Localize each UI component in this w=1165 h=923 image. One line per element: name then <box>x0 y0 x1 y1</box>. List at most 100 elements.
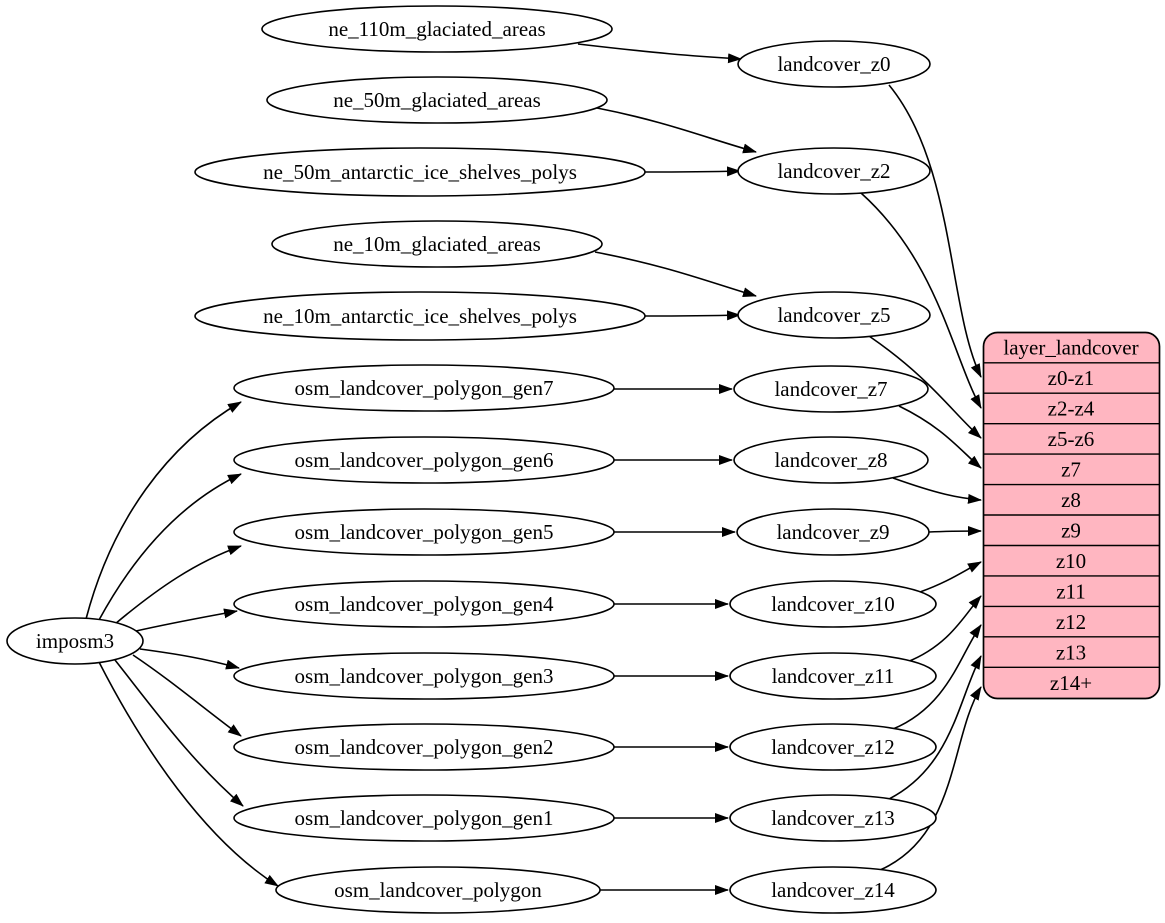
edge-ne_50m_antarctic_ice_shelves_polys--landcover_z2 <box>644 166 741 177</box>
node-ne_50m_glaciated_areas: ne_50m_glaciated_areas <box>266 76 608 124</box>
node-osm_landcover_polygon_gen6-label: osm_landcover_polygon_gen6 <box>295 448 554 472</box>
node-osm_landcover_polygon: osm_landcover_polygon <box>275 866 601 914</box>
node-osm_landcover_polygon-label: osm_landcover_polygon <box>334 878 542 902</box>
node-osm_landcover_polygon_gen5-label: osm_landcover_polygon_gen5 <box>295 520 554 544</box>
edge-landcover_z7--row-z7 <box>898 405 982 469</box>
edge-landcover_z13--row-z13 <box>886 655 982 801</box>
node-landcover_z7-shape <box>733 365 929 413</box>
node-osm_landcover_polygon_gen2-shape <box>233 723 615 771</box>
node-landcover_z14: landcover_z14 <box>729 866 937 914</box>
edge-imposm3--osm_landcover_polygon_gen7 <box>85 401 242 620</box>
node-landcover_z11: landcover_z11 <box>729 652 937 700</box>
node-landcover_z11-shape <box>729 652 937 700</box>
node-osm_landcover_polygon_gen6-shape <box>233 436 615 484</box>
edge-landcover_z9--row-z9 <box>928 526 982 537</box>
node-landcover_z7-label: landcover_z7 <box>774 377 887 401</box>
edge-imposm3--osm_landcover_polygon <box>98 661 279 887</box>
node-landcover_z12-shape <box>729 723 937 771</box>
node-landcover_z14-shape <box>729 866 937 914</box>
edge-ne_10m_glaciated_areas--landcover_z5 <box>594 251 757 298</box>
node-ne_110m_glaciated_areas-shape <box>261 5 613 53</box>
node-landcover_z10-shape <box>729 580 937 628</box>
node-imposm3-shape <box>6 617 144 665</box>
table-row-z2-z4: z2-z4 <box>1048 397 1095 421</box>
edge-ne_50m_glaciated_areas--landcover_z2 <box>596 107 757 154</box>
node-ne_10m_glaciated_areas-label: ne_10m_glaciated_areas <box>333 232 541 256</box>
node-osm_landcover_polygon_gen4: osm_landcover_polygon_gen4 <box>233 580 615 628</box>
edge-imposm3--osm_landcover_polygon_gen6 <box>98 473 242 621</box>
node-landcover_z13-label: landcover_z13 <box>771 806 895 830</box>
node-landcover_z13: landcover_z13 <box>729 794 937 842</box>
node-ne_10m_glaciated_areas: ne_10m_glaciated_areas <box>271 220 603 268</box>
node-ne_110m_glaciated_areas-label: ne_110m_glaciated_areas <box>328 17 545 41</box>
node-osm_landcover_polygon_gen3: osm_landcover_polygon_gen3 <box>233 652 615 700</box>
edge-layer <box>85 43 982 895</box>
node-osm_landcover_polygon_gen7: osm_landcover_polygon_gen7 <box>233 364 615 412</box>
node-landcover_z14-label: landcover_z14 <box>771 878 895 902</box>
edge-landcover_z14--row-z14 <box>879 686 982 871</box>
node-landcover_z8: landcover_z8 <box>733 436 929 484</box>
edge-landcover_z11--row-z11 <box>906 595 982 663</box>
node-osm_landcover_polygon_gen1-shape <box>233 794 615 842</box>
node-landcover_z8-label: landcover_z8 <box>774 448 887 472</box>
node-osm_landcover_polygon_gen3-shape <box>233 652 615 700</box>
node-osm_landcover_polygon_gen2: osm_landcover_polygon_gen2 <box>233 723 615 771</box>
edge-ne_110m_glaciated_areas--landcover_z0 <box>577 43 742 64</box>
table-row-z5-z6: z5-z6 <box>1048 427 1095 451</box>
edge-imposm3--osm_landcover_polygon_gen3 <box>139 648 240 670</box>
edge-landcover_z0--row-z0-z1 <box>888 84 982 378</box>
table-row-z11: z11 <box>1056 580 1086 604</box>
edge-landcover_z12--row-z12 <box>892 624 982 730</box>
node-osm_landcover_polygon_gen2-label: osm_landcover_polygon_gen2 <box>295 735 554 759</box>
edge-landcover_z2--row-z2-z4 <box>860 192 982 409</box>
node-landcover_z12: landcover_z12 <box>729 723 937 771</box>
node-ne_10m_antarctic_ice_shelves_polys-shape <box>194 291 646 341</box>
node-landcover_z0: landcover_z0 <box>737 40 931 88</box>
node-landcover_z5: landcover_z5 <box>737 291 931 339</box>
node-ne_50m_antarctic_ice_shelves_polys-label: ne_50m_antarctic_ice_shelves_polys <box>263 160 577 184</box>
node-ne_50m_antarctic_ice_shelves_polys-shape <box>194 147 646 197</box>
table-row-z14plus: z14+ <box>1050 671 1092 695</box>
node-landcover_z9-label: landcover_z9 <box>776 520 889 544</box>
node-landcover_z9: landcover_z9 <box>736 508 930 556</box>
edge-landcover_z10--row-z10 <box>919 561 982 593</box>
node-ne_50m_glaciated_areas-label: ne_50m_glaciated_areas <box>333 88 541 112</box>
node-ne_50m_antarctic_ice_shelves_polys: ne_50m_antarctic_ice_shelves_polys <box>194 147 646 197</box>
node-osm_landcover_polygon_gen6: osm_landcover_polygon_gen6 <box>233 436 615 484</box>
node-osm_landcover_polygon_gen5: osm_landcover_polygon_gen5 <box>233 508 615 556</box>
node-landcover_z0-label: landcover_z0 <box>777 52 890 76</box>
edge-imposm3--osm_landcover_polygon_gen2 <box>132 654 242 737</box>
node-ne_10m_antarctic_ice_shelves_polys-label: ne_10m_antarctic_ice_shelves_polys <box>263 304 577 328</box>
node-landcover_z0-shape <box>737 40 931 88</box>
node-landcover_z2: landcover_z2 <box>737 147 931 195</box>
table-row-z0-z1: z0-z1 <box>1048 366 1095 390</box>
node-landcover_z2-shape <box>737 147 931 195</box>
node-landcover_z5-label: landcover_z5 <box>777 303 890 327</box>
node-landcover_z10: landcover_z10 <box>729 580 937 628</box>
edge-imposm3--osm_landcover_polygon_gen1 <box>114 659 244 807</box>
node-osm_landcover_polygon_gen1: osm_landcover_polygon_gen1 <box>233 794 615 842</box>
node-imposm3: imposm3 <box>6 617 144 665</box>
node-ne_10m_glaciated_areas-shape <box>271 220 603 268</box>
node-landcover_z5-shape <box>737 291 931 339</box>
node-landcover_z7: landcover_z7 <box>733 365 929 413</box>
table-row-z10: z10 <box>1056 549 1086 573</box>
node-osm_landcover_polygon_gen4-shape <box>233 580 615 628</box>
node-osm_landcover_polygon_gen4-label: osm_landcover_polygon_gen4 <box>295 592 554 616</box>
node-landcover_z12-label: landcover_z12 <box>771 735 895 759</box>
table-title: layer_landcover <box>1003 336 1138 360</box>
node-landcover_z11-label: landcover_z11 <box>772 664 895 688</box>
node-layer_landcover-table: layer_landcover z0-z1 z2-z4 z5-z6 z7 z8 … <box>982 331 1161 700</box>
node-ne_10m_antarctic_ice_shelves_polys: ne_10m_antarctic_ice_shelves_polys <box>194 291 646 341</box>
node-landcover_z2-label: landcover_z2 <box>777 159 890 183</box>
node-osm_landcover_polygon_gen5-shape <box>233 508 615 556</box>
node-imposm3-label: imposm3 <box>36 629 114 653</box>
node-osm_landcover_polygon_gen3-label: osm_landcover_polygon_gen3 <box>295 664 554 688</box>
table-row-z7: z7 <box>1061 458 1081 482</box>
table-row-z13: z13 <box>1056 641 1086 665</box>
node-ne_50m_glaciated_areas-shape <box>266 76 608 124</box>
node-osm_landcover_polygon_gen7-shape <box>233 364 615 412</box>
node-landcover_z9-shape <box>736 508 930 556</box>
